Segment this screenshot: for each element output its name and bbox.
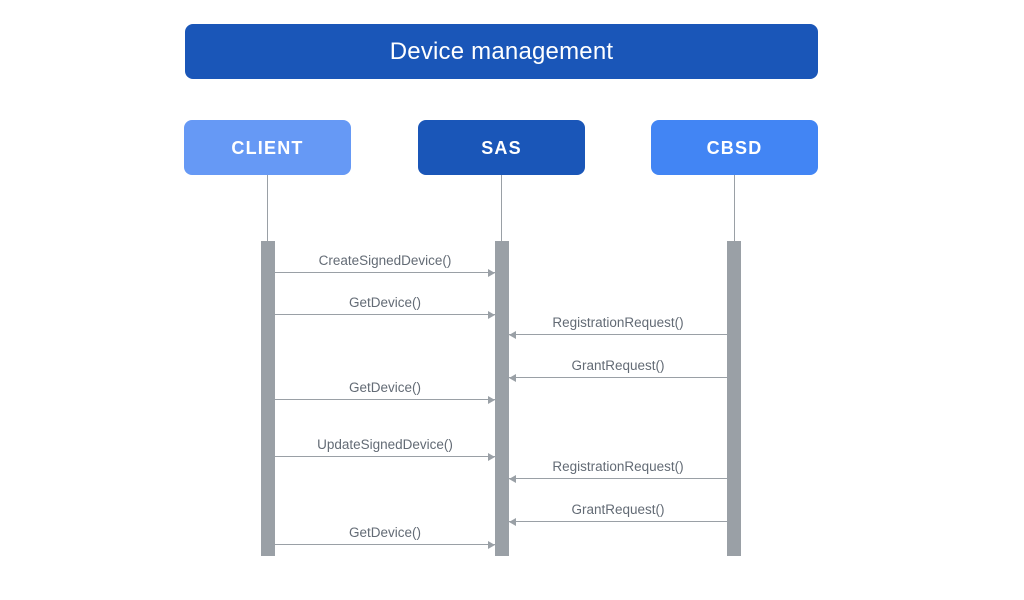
message-get-device-1[interactable]: GetDevice() bbox=[275, 295, 495, 319]
page-title: Device management bbox=[389, 37, 614, 65]
message-label: UpdateSignedDevice() bbox=[317, 436, 453, 452]
message-update-signed-device[interactable]: UpdateSignedDevice() bbox=[275, 437, 495, 461]
message-label: CreateSignedDevice() bbox=[318, 252, 452, 268]
arrow-left-icon bbox=[509, 373, 516, 382]
lifeline-cbsd bbox=[734, 175, 735, 241]
arrow-right-icon bbox=[488, 268, 495, 277]
arrow-right-icon bbox=[488, 310, 495, 319]
message-label: GrantRequest() bbox=[571, 501, 665, 517]
arrow-right-icon bbox=[488, 452, 495, 461]
message-line bbox=[509, 521, 727, 522]
message-label: RegistrationRequest() bbox=[552, 314, 684, 330]
lifeline-client bbox=[267, 175, 268, 241]
lifeline-sas bbox=[501, 175, 502, 241]
arrow-left-icon bbox=[509, 517, 516, 526]
activation-bar-cbsd bbox=[727, 241, 741, 556]
message-registration-request-1[interactable]: RegistrationRequest() bbox=[509, 315, 727, 339]
participant-cbsd-label: CBSD bbox=[706, 137, 763, 158]
diagram-title-banner: Device management bbox=[185, 24, 818, 79]
message-line bbox=[275, 314, 495, 315]
message-grant-request-2[interactable]: GrantRequest() bbox=[509, 502, 727, 526]
participant-sas[interactable]: SAS bbox=[418, 120, 585, 175]
activation-bar-client bbox=[261, 241, 275, 556]
message-line bbox=[275, 544, 495, 545]
message-get-device-2[interactable]: GetDevice() bbox=[275, 380, 495, 404]
message-line bbox=[275, 456, 495, 457]
message-line bbox=[275, 399, 495, 400]
message-label: GetDevice() bbox=[348, 524, 421, 540]
message-line bbox=[509, 334, 727, 335]
participant-client-label: CLIENT bbox=[231, 137, 304, 158]
participant-cbsd[interactable]: CBSD bbox=[651, 120, 818, 175]
message-line bbox=[509, 478, 727, 479]
arrow-right-icon bbox=[488, 395, 495, 404]
participant-client[interactable]: CLIENT bbox=[184, 120, 351, 175]
message-label: GetDevice() bbox=[348, 294, 421, 310]
message-grant-request-1[interactable]: GrantRequest() bbox=[509, 358, 727, 382]
message-line bbox=[275, 272, 495, 273]
message-label: GetDevice() bbox=[348, 379, 421, 395]
message-registration-request-2[interactable]: RegistrationRequest() bbox=[509, 459, 727, 483]
message-get-device-3[interactable]: GetDevice() bbox=[275, 525, 495, 549]
arrow-right-icon bbox=[488, 540, 495, 549]
message-label: GrantRequest() bbox=[571, 357, 665, 373]
message-line bbox=[509, 377, 727, 378]
activation-bar-sas bbox=[495, 241, 509, 556]
message-create-signed-device[interactable]: CreateSignedDevice() bbox=[275, 253, 495, 277]
participant-sas-label: SAS bbox=[481, 137, 522, 158]
message-label: RegistrationRequest() bbox=[552, 458, 684, 474]
arrow-left-icon bbox=[509, 474, 516, 483]
arrow-left-icon bbox=[509, 330, 516, 339]
